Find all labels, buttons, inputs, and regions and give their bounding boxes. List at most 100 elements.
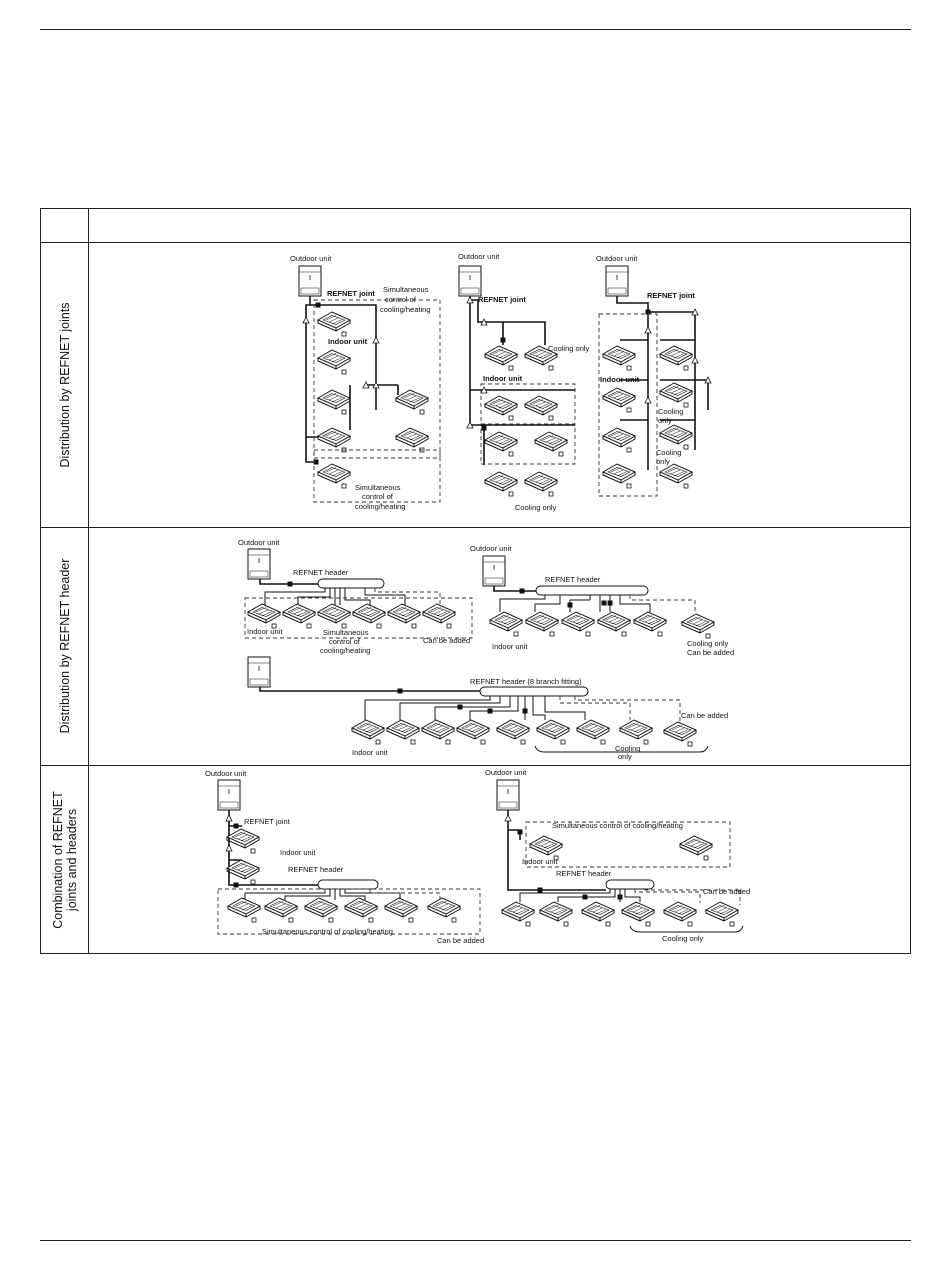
row2-diagram-c: REFNET header (8 branch fitting) Indoor … (247, 656, 728, 761)
indoor-unit-icon (484, 395, 518, 421)
simul-label-line: cooling/heating (380, 305, 430, 314)
row1-diagram-c: Outdoor unit REFNET joint Indoor unit Co… (596, 254, 712, 497)
outdoor-unit-label: Outdoor unit (205, 769, 247, 778)
cooling-only-label: Cooling (615, 744, 640, 753)
cooling-only-label: Cooling only (662, 934, 704, 943)
top-rule (40, 29, 911, 30)
indoor-unit-icon (705, 901, 739, 927)
indoor-unit-label: Indoor unit (522, 857, 558, 866)
indoor-unit-icon (659, 424, 693, 450)
cooling-only-label: only (618, 752, 632, 761)
indoor-unit-label: Indoor unit (247, 627, 283, 636)
outdoor-unit-label: Outdoor unit (596, 254, 638, 263)
outdoor-unit-icon (247, 656, 271, 688)
row-divider-1 (41, 527, 910, 528)
row3-diagram-b: Outdoor unit Simultaneous control of coo… (485, 768, 750, 943)
can-be-added-label: Can be added (437, 936, 484, 945)
simul-label-line: Simultaneous (355, 483, 401, 492)
indoor-unit-icon (317, 349, 351, 375)
row2-diagram-b: Outdoor unit REFNET header Indoor unit C… (470, 544, 734, 657)
simul-label-line: cooling/heating (320, 646, 370, 655)
outdoor-unit-icon (482, 555, 506, 587)
refnet-joint-label: REFNET joint (478, 295, 526, 304)
group-box (217, 888, 481, 935)
indoor-unit-label: Indoor unit (492, 642, 528, 651)
can-be-added-label: Can be added (687, 648, 734, 657)
row-divider-2 (41, 765, 910, 766)
refnet-joint-label: REFNET joint (327, 289, 375, 298)
outdoor-unit-label: Outdoor unit (485, 768, 527, 777)
indoor-unit-icon (659, 345, 693, 371)
indoor-unit-icon (659, 463, 693, 489)
refnet-header-icon (535, 585, 649, 596)
indoor-unit-icon (247, 603, 281, 629)
column-divider (88, 209, 89, 953)
indoor-unit-icon (226, 859, 260, 885)
group-box (525, 821, 731, 868)
indoor-unit-icon (352, 603, 386, 629)
indoor-unit-icon (384, 897, 418, 923)
indoor-unit-icon (602, 387, 636, 413)
outdoor-unit-icon (298, 265, 322, 297)
indoor-unit-icon (561, 611, 595, 637)
row1-diagram-b: Outdoor unit REFNET joint Cooling only I… (458, 252, 590, 512)
refnet-header-label: REFNET header (293, 568, 349, 577)
refnet-header-icon (605, 879, 655, 890)
group-box (598, 313, 658, 497)
indoor-unit-icon (304, 897, 338, 923)
indoor-unit-icon (484, 471, 518, 497)
indoor-unit-icon (395, 389, 429, 415)
indoor-unit-icon (484, 431, 518, 457)
refnet-header-icon (317, 578, 385, 589)
indoor-unit-icon (679, 835, 713, 861)
can-be-added-label: Can be added (423, 636, 470, 645)
indoor-unit-icon (602, 463, 636, 489)
indoor-unit-icon (227, 897, 261, 923)
outdoor-unit-label: Outdoor unit (458, 252, 500, 261)
indoor-unit-icon (663, 721, 697, 747)
group-box (480, 383, 576, 425)
indoor-unit-icon (539, 901, 573, 927)
indoor-unit-icon (524, 471, 558, 497)
indoor-unit-icon (619, 719, 653, 745)
indoor-unit-icon (576, 719, 610, 745)
indoor-unit-icon (602, 345, 636, 371)
header-row-divider (41, 242, 910, 243)
cooling-only-label: only (658, 416, 672, 425)
row1-diagram-a: Outdoor unit REFNET joint Simultaneous c… (290, 254, 441, 511)
outdoor-unit-label: Outdoor unit (290, 254, 332, 263)
simul-label-line: Simultaneous (383, 285, 429, 294)
cooling-only-label: Cooling only (515, 503, 557, 512)
indoor-unit-icon (422, 603, 456, 629)
indoor-unit-icon (282, 603, 316, 629)
row2-diagram-a: Outdoor unit REFNET header Indoor unit S… (238, 538, 473, 655)
simul-label-line: cooling/heating (355, 502, 405, 511)
can-be-added-label: Can be added (703, 887, 750, 896)
indoor-unit-icon (621, 901, 655, 927)
indoor-unit-label: Indoor unit (600, 375, 640, 384)
indoor-unit-icon (501, 901, 535, 927)
indoor-unit-icon (534, 431, 568, 457)
indoor-unit-icon (581, 901, 615, 927)
refnet-header-label: REFNET header (288, 865, 344, 874)
bottom-rule (40, 1240, 911, 1241)
indoor-unit-icon (597, 611, 631, 637)
indoor-unit-icon (524, 395, 558, 421)
outdoor-unit-icon (217, 779, 241, 811)
indoor-unit-icon (264, 897, 298, 923)
indoor-unit-icon (659, 382, 693, 408)
refnet-joint-label: REFNET joint (647, 291, 695, 300)
simul-label: Simultaneous control of cooling/heating (552, 821, 683, 830)
outdoor-unit-icon (605, 265, 629, 297)
simul-label-line: control of (329, 637, 361, 646)
indoor-unit-icon (421, 719, 455, 745)
outdoor-unit-icon (496, 779, 520, 811)
indoor-unit-icon (226, 828, 260, 854)
cooling-only-label: Cooling only (687, 639, 729, 648)
indoor-unit-icon (395, 427, 429, 453)
refnet-header-icon (479, 686, 589, 697)
cooling-only-label: only (656, 457, 670, 466)
indoor-unit-icon (317, 603, 351, 629)
indoor-unit-label: Indoor unit (352, 748, 388, 757)
simul-label: Simultaneous control of cooling/heating (262, 927, 393, 936)
